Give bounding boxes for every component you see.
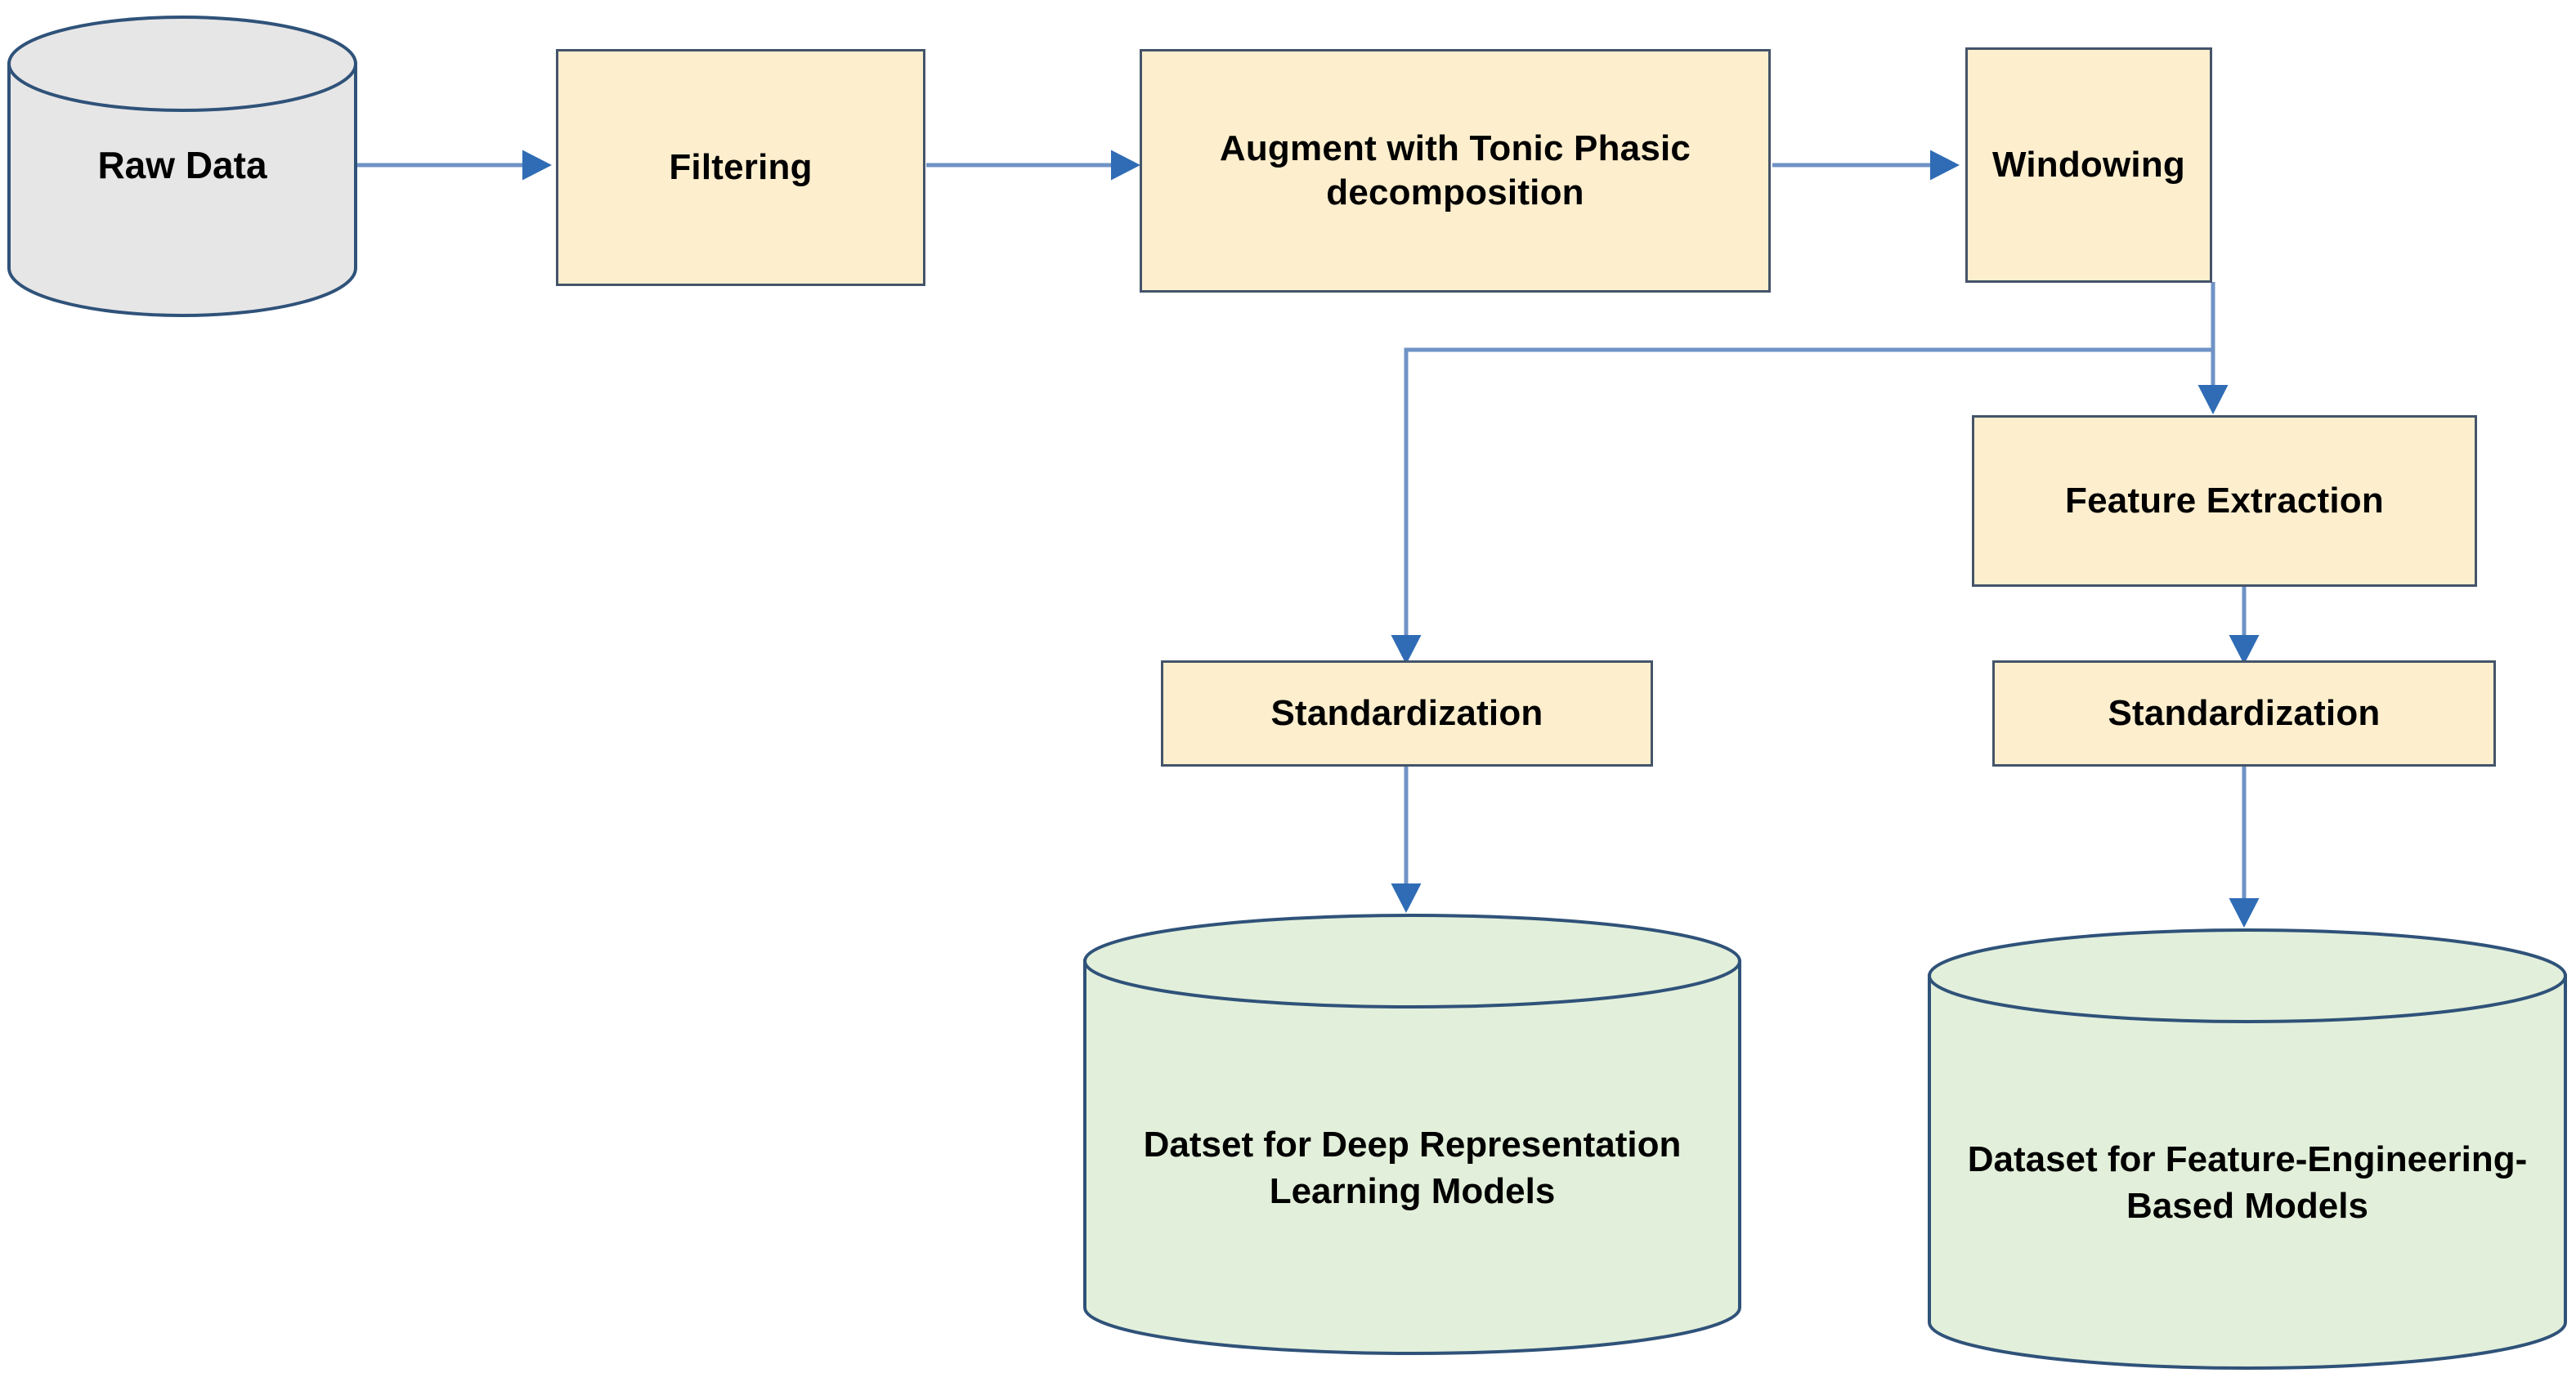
node-windowing[interactable]: Windowing bbox=[1965, 47, 2212, 283]
node-feature-extraction-label: Feature Extraction bbox=[2065, 481, 2384, 521]
node-standardization-right-label: Standardization bbox=[2108, 693, 2381, 734]
cylinder-shape-gray bbox=[7, 16, 357, 317]
node-augment-label: Augment with Tonic Phasic decomposition bbox=[1219, 128, 1691, 212]
node-raw-data[interactable]: Raw Data bbox=[7, 15, 358, 317]
node-filtering-label: Filtering bbox=[669, 147, 813, 188]
node-filtering[interactable]: Filtering bbox=[556, 49, 925, 286]
cylinder-shape-green-feature bbox=[1928, 928, 2567, 1370]
node-augment[interactable]: Augment with Tonic Phasic decomposition bbox=[1140, 49, 1771, 293]
node-standardization-right[interactable]: Standardization bbox=[1992, 660, 2496, 767]
node-raw-data-label: Raw Data bbox=[97, 144, 267, 187]
cylinder-shape-green-deep bbox=[1083, 914, 1741, 1355]
node-standardization-left[interactable]: Standardization bbox=[1161, 660, 1653, 767]
node-windowing-label: Windowing bbox=[1991, 145, 2185, 186]
node-dataset-feature-label: Dataset for Feature-Engineering-Based Mo… bbox=[1967, 1138, 2528, 1226]
node-standardization-left-label: Standardization bbox=[1270, 693, 1543, 734]
node-dataset-deep-label: Datset for Deep Representation Learning … bbox=[1143, 1124, 1682, 1211]
node-dataset-deep[interactable]: Datset for Deep Representation Learning … bbox=[1083, 914, 1741, 1355]
node-dataset-feature[interactable]: Dataset for Feature-Engineering-Based Mo… bbox=[1928, 928, 2567, 1370]
node-feature-extraction[interactable]: Feature Extraction bbox=[1972, 415, 2477, 587]
